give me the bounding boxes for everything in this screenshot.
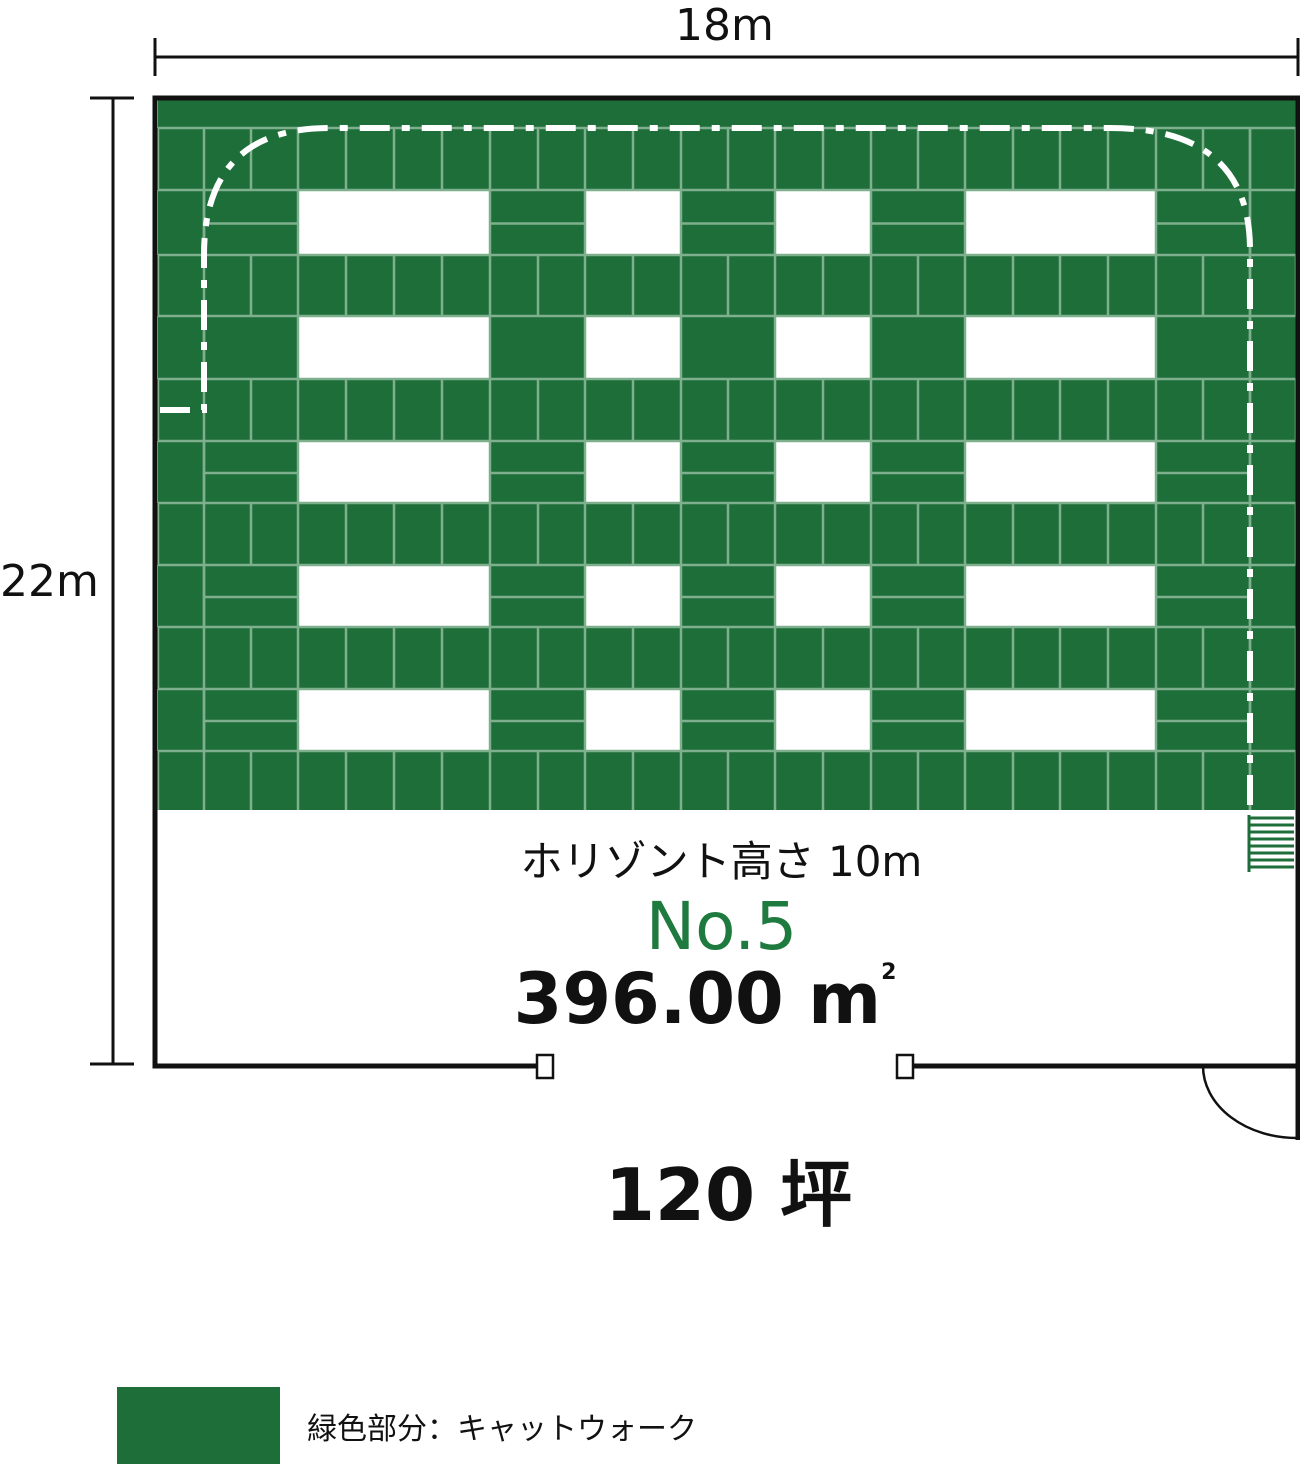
open-floor-section: [775, 689, 871, 751]
area-value: 396.00 m: [513, 958, 882, 1040]
height-dimension-label: 22m: [0, 556, 99, 607]
legend-label: 緑色部分：キャットウォーク: [307, 1412, 697, 1447]
horizont-height-label: ホリゾント高さ 10m: [520, 837, 923, 886]
open-floor-section: [585, 689, 681, 751]
open-floor-section: [298, 565, 490, 627]
open-floor-section: [965, 316, 1156, 379]
studio-area: 396.00 m2: [0, 958, 1300, 1040]
open-floor-section: [965, 689, 1156, 751]
open-floor-section: [298, 441, 490, 503]
open-floor-section: [775, 441, 871, 503]
studio-tsubo: 120 坪: [604, 1153, 853, 1237]
studio-number: No.5: [645, 888, 798, 965]
open-floor-section: [965, 190, 1156, 255]
door-posts: [535, 1053, 915, 1080]
height-dimension-line: [90, 96, 134, 1066]
open-floor-section: [585, 565, 681, 627]
open-floor-section: [585, 316, 681, 379]
open-floor-section: [775, 565, 871, 627]
width-dimension-line: [153, 38, 1300, 76]
open-floor-section: [965, 565, 1156, 627]
area-unit-superscript: 2: [881, 960, 897, 985]
open-floor-section: [775, 190, 871, 255]
catwalk-route-line: [160, 125, 1253, 810]
studio-walls: [152, 95, 1300, 1140]
legend-swatch: [117, 1387, 280, 1464]
door-swing: [1201, 1065, 1299, 1140]
open-floor-section: [585, 190, 681, 255]
open-floor-section: [775, 316, 871, 379]
open-floor-section: [298, 316, 490, 379]
stairs-icon: [1247, 815, 1294, 872]
open-floor-section: [965, 441, 1156, 503]
open-floor-section: [585, 441, 681, 503]
width-dimension-label: 18m: [675, 0, 774, 51]
open-floor-section: [298, 190, 490, 255]
catwalk-area: [156, 100, 1298, 810]
open-floor-section: [298, 689, 490, 751]
